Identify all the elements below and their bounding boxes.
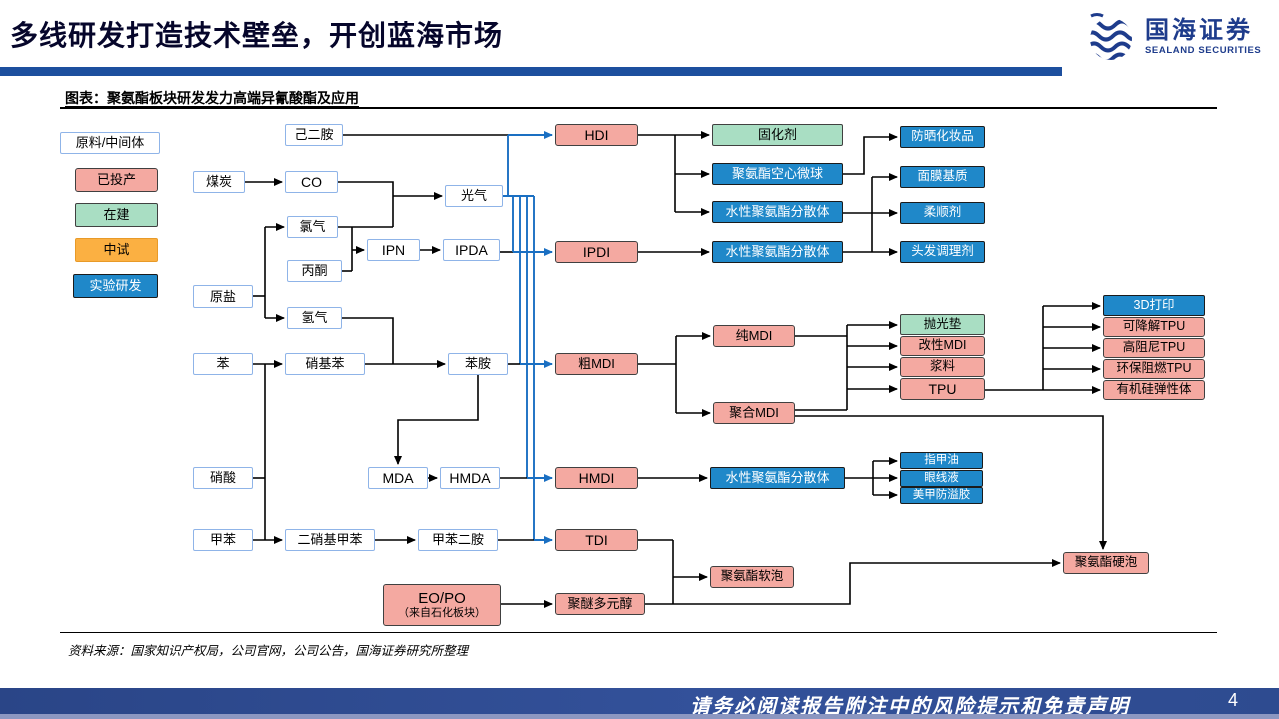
sealand-wave-icon <box>1090 12 1132 60</box>
node-hydrogen: 氢气 <box>287 307 342 329</box>
node-aniline: 苯胺 <box>448 353 508 375</box>
caption-divider <box>60 107 1217 109</box>
node-eo-po: EO/PO（来自石化板块） <box>383 584 501 626</box>
node-legend-lab: 实验研发 <box>73 274 158 298</box>
node-tpu: TPU <box>900 378 985 400</box>
page-number: 4 <box>1228 690 1239 710</box>
footer-strip <box>0 714 1279 719</box>
node-legend-raw: 原料/中间体 <box>60 132 160 154</box>
node-tdi: TDI <box>555 529 638 551</box>
node-mask-base: 面膜基质 <box>900 166 985 188</box>
node-modified-mdi: 改性MDI <box>900 336 985 356</box>
node-legend-building: 在建 <box>75 203 158 227</box>
node-flame-retardant-tpu: 环保阻燃TPU <box>1103 359 1205 379</box>
node-hmdi: HMDI <box>555 467 638 489</box>
node-high-damping-tpu: 高阻尼TPU <box>1103 338 1205 358</box>
node-dinitrotoluene: 二硝基甲苯 <box>285 529 375 551</box>
footer-bar <box>0 688 1279 714</box>
node-nitrobenzene: 硝基苯 <box>285 353 365 375</box>
node-hexanediamine: 己二胺 <box>285 124 343 146</box>
node-coal: 煤炭 <box>193 171 245 193</box>
node-slurry: 浆料 <box>900 357 985 377</box>
node-nail-guard-gel: 美甲防溢胶 <box>900 487 983 504</box>
node-co: CO <box>285 171 338 193</box>
node-hair-conditioner: 头发调理剂 <box>900 241 985 263</box>
node-ipda: IPDA <box>443 239 500 261</box>
node-polishing-pad: 抛光垫 <box>900 314 985 335</box>
node-sunscreen-cosmetics: 防晒化妆品 <box>900 126 985 148</box>
node-phosgene: 光气 <box>445 185 503 207</box>
node-pure-mdi: 纯MDI <box>713 325 795 347</box>
company-logo: 国海证券 SEALAND SECURITIES <box>1085 10 1270 65</box>
node-crude-mdi: 粗MDI <box>555 353 638 375</box>
node-curing-agent: 固化剂 <box>712 124 843 146</box>
node-legend-produced: 已投产 <box>75 168 158 192</box>
connector-line <box>342 317 394 364</box>
node-benzene: 苯 <box>193 353 253 375</box>
node-silicone-elastomer: 有机硅弹性体 <box>1103 380 1205 400</box>
node-hdi: HDI <box>555 124 638 146</box>
node-polymeric-mdi: 聚合MDI <box>713 402 795 424</box>
connector-line <box>338 181 394 227</box>
node-nail-polish: 指甲油 <box>900 452 983 469</box>
figure-caption: 图表：聚氨酯板块研发发力高端异氰酸酯及应用 <box>65 90 359 106</box>
node-eyeliner: 眼线液 <box>900 470 983 487</box>
connector-line <box>645 559 1061 605</box>
node-ipdi: IPDI <box>555 241 638 263</box>
node-polyether-polyol: 聚醚多元醇 <box>555 593 645 615</box>
logo-name-cn: 国海证券 <box>1145 17 1253 45</box>
logo-name-en: SEALAND SECURITIES <box>1145 45 1262 57</box>
node-degradable-tpu: 可降解TPU <box>1103 317 1205 337</box>
node-acetone: 丙酮 <box>287 260 342 282</box>
connector-line <box>795 415 1107 550</box>
node-waterborne-pud-1: 水性聚氨酯分散体 <box>712 201 843 223</box>
node-waterborne-pud-3: 水性聚氨酯分散体 <box>710 467 845 489</box>
node-chlorine: 氯气 <box>287 216 338 238</box>
connector-line <box>843 133 898 175</box>
title-rule <box>0 67 1062 76</box>
node-toluene: 甲苯 <box>193 529 253 551</box>
node-hmda: HMDA <box>440 467 500 489</box>
node-pu-hollow-microsphere: 聚氨酯空心微球 <box>712 163 843 185</box>
node-toluenediamine: 甲苯二胺 <box>418 529 498 551</box>
node-pu-soft-foam: 聚氨酯软泡 <box>710 566 794 588</box>
page-title: 多线研发打造技术壁垒，开创蓝海市场 <box>10 20 504 51</box>
node-ipn: IPN <box>367 239 420 261</box>
node-softener: 柔顺剂 <box>900 202 985 224</box>
node-mda: MDA <box>368 467 428 489</box>
disclaimer-text: 请务必阅读报告附注中的风险提示和免责声明 <box>690 696 1130 718</box>
source-note: 资料来源：国家知识产权局，公司官网，公司公告，国海证券研究所整理 <box>68 644 469 658</box>
node-printing-3d: 3D打印 <box>1103 295 1205 316</box>
node-nitric-acid: 硝酸 <box>193 467 253 489</box>
node-waterborne-pud-2: 水性聚氨酯分散体 <box>712 241 843 263</box>
connector-line <box>394 375 479 465</box>
node-legend-pilot: 中试 <box>75 238 158 262</box>
source-divider <box>60 632 1217 633</box>
node-raw-salt: 原盐 <box>193 285 253 308</box>
node-pu-rigid-foam: 聚氨酯硬泡 <box>1063 552 1149 574</box>
